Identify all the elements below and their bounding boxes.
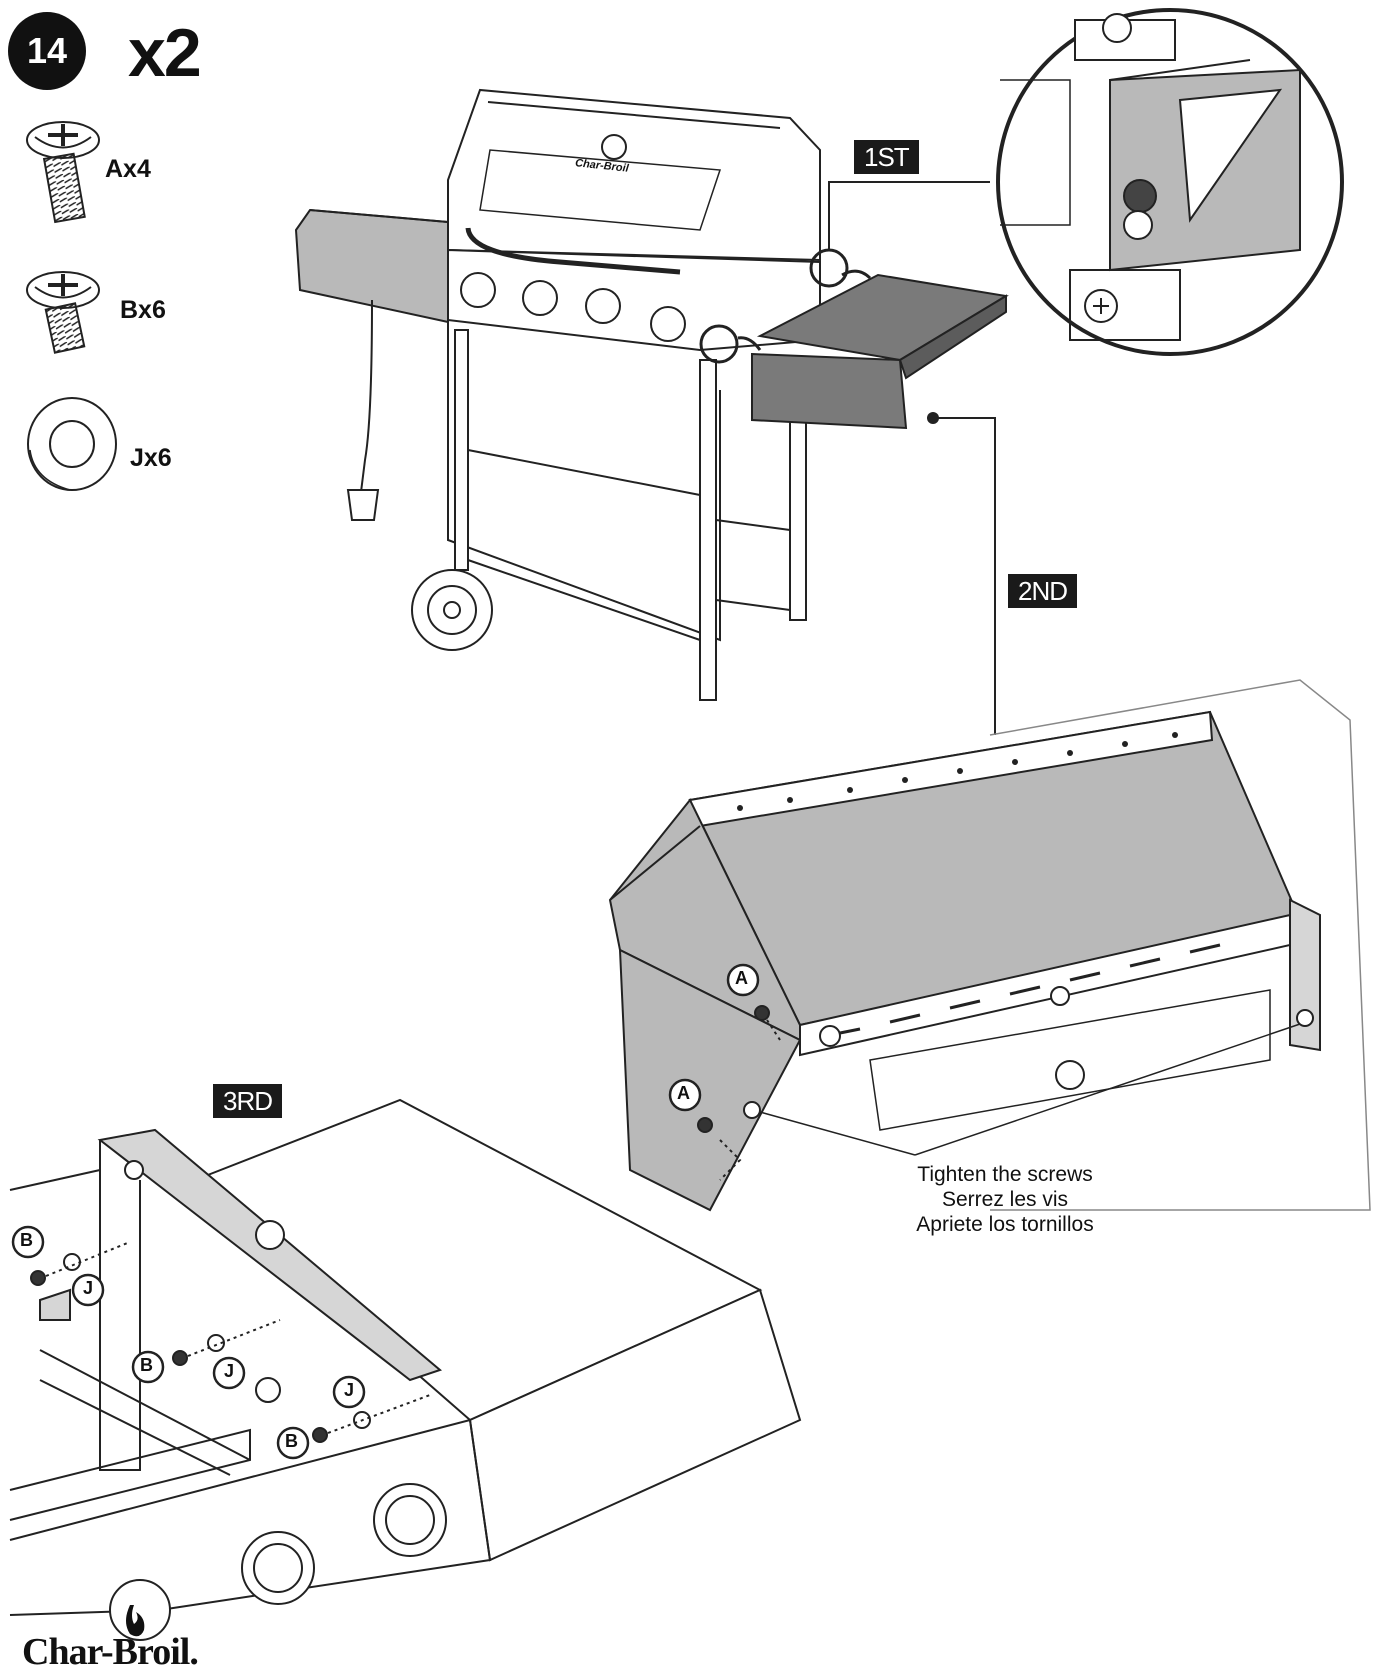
callout-line-en: Tighten the screws [917, 1163, 1093, 1186]
step-multiplier: x2 [128, 15, 202, 91]
marker-b-2: B [140, 1355, 153, 1375]
zoom-detail [996, 8, 1344, 356]
brand-logo: Char-Broil. [22, 1631, 199, 1673]
grill-overview [294, 88, 1009, 701]
marker-j-2: J [224, 1361, 235, 1381]
marker-b-3: B [285, 1431, 298, 1451]
stage-tag-1st: 1ST [854, 140, 919, 174]
part-a-label: Ax4 [105, 155, 151, 183]
bolt-a-icon [26, 121, 100, 224]
detail-2nd [608, 679, 1371, 1212]
marker-b-1: B [20, 1230, 33, 1250]
stage-tag-3rd: 3RD [213, 1084, 283, 1118]
bolt-b-icon [26, 271, 100, 354]
part-b-label: Bx6 [120, 296, 166, 324]
marker-j-1: J [83, 1278, 94, 1298]
callout-line-es: Apriete los tornillos [916, 1213, 1094, 1236]
part-j-label: Jx6 [130, 444, 172, 472]
marker-a-lower: A [677, 1083, 690, 1103]
detail-3rd [9, 1098, 802, 1641]
brand-flame-icon [126, 1605, 145, 1637]
tighten-callout: Tighten the screws Serrez les vis Apriet… [900, 1162, 1110, 1237]
step-number-badge: 14 [8, 12, 86, 90]
step-number: 14 [26, 30, 68, 71]
stage-tag-2nd: 2ND [1008, 574, 1078, 608]
washer-j-icon [27, 397, 117, 491]
leader-line-1st [828, 181, 990, 250]
marker-a-upper: A [735, 968, 748, 988]
callout-line-fr: Serrez les vis [941, 1188, 1069, 1211]
leader-line-2nd [933, 417, 996, 735]
marker-j-3: J [344, 1380, 355, 1400]
